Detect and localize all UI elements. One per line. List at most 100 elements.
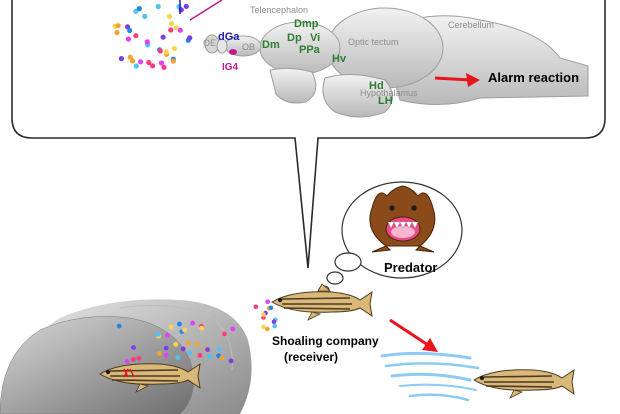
odor-dot [173, 25, 179, 31]
odor-dot [253, 304, 259, 310]
odor-dot [187, 35, 193, 41]
label-dp: Dp [287, 32, 302, 44]
odor-dot [205, 347, 211, 352]
odor-dot [272, 323, 278, 329]
odor-dot [261, 324, 266, 330]
odor-dot [219, 355, 225, 361]
odor-dot [136, 355, 142, 361]
zebrafish-brain [204, 7, 589, 118]
odor-dot [116, 323, 122, 329]
odor-dot [265, 326, 270, 332]
odor-dot [216, 347, 222, 352]
odor-dot [230, 326, 236, 332]
predator-shark-icon [369, 185, 436, 253]
label-dm: Dm [262, 39, 280, 51]
odor-dot [168, 27, 174, 33]
odor-dot [177, 27, 183, 33]
alarm-arrow [434, 73, 480, 87]
odor-dot [127, 27, 133, 34]
label-dmp: Dmp [294, 18, 319, 30]
label-ppa: PPa [299, 44, 321, 56]
label-oe: OE [203, 38, 216, 48]
odor-dot [125, 36, 131, 42]
label-vi: Vi [310, 32, 320, 44]
odor-dot [271, 319, 277, 325]
odor-dot [265, 299, 271, 305]
odor-dot [130, 58, 136, 64]
odor-dot [180, 346, 186, 352]
label-lh: LH [378, 95, 393, 107]
odor-dot [115, 23, 121, 29]
odor-dot [155, 3, 161, 10]
brain-hypothalamus [322, 74, 393, 118]
odor-dot [146, 59, 152, 66]
odor-dot [168, 324, 174, 330]
odor-dot [207, 354, 212, 359]
olfactory-epithelium-inner [216, 38, 228, 54]
fleeing-zebrafish [473, 368, 575, 399]
odor-dot [144, 39, 150, 45]
odor-dot [170, 58, 176, 64]
alarm-substance-cluster [116, 320, 236, 364]
odor-dot [131, 345, 136, 350]
odor-dot [150, 63, 156, 69]
label-ig4: IG4 [222, 62, 239, 73]
odor-dot [160, 34, 166, 40]
odor-trail [253, 299, 278, 332]
odor-dot [268, 305, 274, 311]
label-hypothalamus: Hypothalamus [360, 88, 418, 98]
odor-dot [187, 350, 193, 356]
projection-line-pink [189, 0, 223, 21]
flee-arrow [389, 318, 438, 352]
odor-dot [228, 358, 234, 364]
odor-dot [142, 13, 148, 19]
odor-dot [199, 325, 205, 331]
odor-dot [182, 327, 187, 333]
odor-dot [261, 312, 266, 317]
odor-dot [163, 345, 169, 351]
ig4-marker [229, 49, 237, 55]
label-dga: dGa [218, 31, 240, 43]
label-shoaling-company: Shoaling company [272, 334, 379, 348]
odor-dot [173, 341, 179, 347]
odor-dot [157, 351, 163, 356]
odor-dot [168, 20, 175, 27]
odor-dot [165, 333, 170, 338]
odor-dot [118, 56, 124, 62]
odor-dot [138, 59, 144, 65]
odor-dot [163, 352, 169, 358]
label-telencephalon: Telencephalon [250, 5, 308, 15]
label-hd: Hd [369, 80, 384, 92]
brain-ventral-lobe [269, 67, 317, 104]
odor-dot [136, 6, 142, 12]
label-hv: Hv [332, 53, 347, 65]
label-optic-tectum: Optic tectum [348, 37, 399, 47]
label-ob: OB [242, 42, 255, 52]
odor-dot [161, 64, 167, 70]
odor-dot [124, 359, 130, 364]
odor-dot [197, 353, 203, 358]
receiver-zebrafish [271, 283, 373, 321]
label-receiver: (receiver) [284, 350, 338, 364]
odor-molecule-cluster [112, 3, 193, 70]
odor-dot [163, 49, 169, 55]
odor-dot [222, 331, 227, 337]
odor-dot [158, 60, 165, 66]
injured-zebrafish [99, 362, 201, 393]
odor-dot [171, 46, 177, 52]
water-motion-streaks [380, 351, 480, 402]
odor-dot [133, 63, 139, 69]
odor-dot [177, 321, 182, 327]
label-cerebellum: Cerebellum [448, 20, 494, 30]
label-predator: Predator [384, 260, 437, 275]
odor-dot [114, 29, 120, 36]
odor-dot [183, 3, 189, 9]
odor-dot [166, 13, 172, 20]
odor-dot [194, 341, 200, 347]
odor-dot [133, 8, 139, 14]
odor-dot [133, 33, 139, 39]
odor-dot [175, 355, 181, 361]
odor-dot [155, 332, 161, 337]
